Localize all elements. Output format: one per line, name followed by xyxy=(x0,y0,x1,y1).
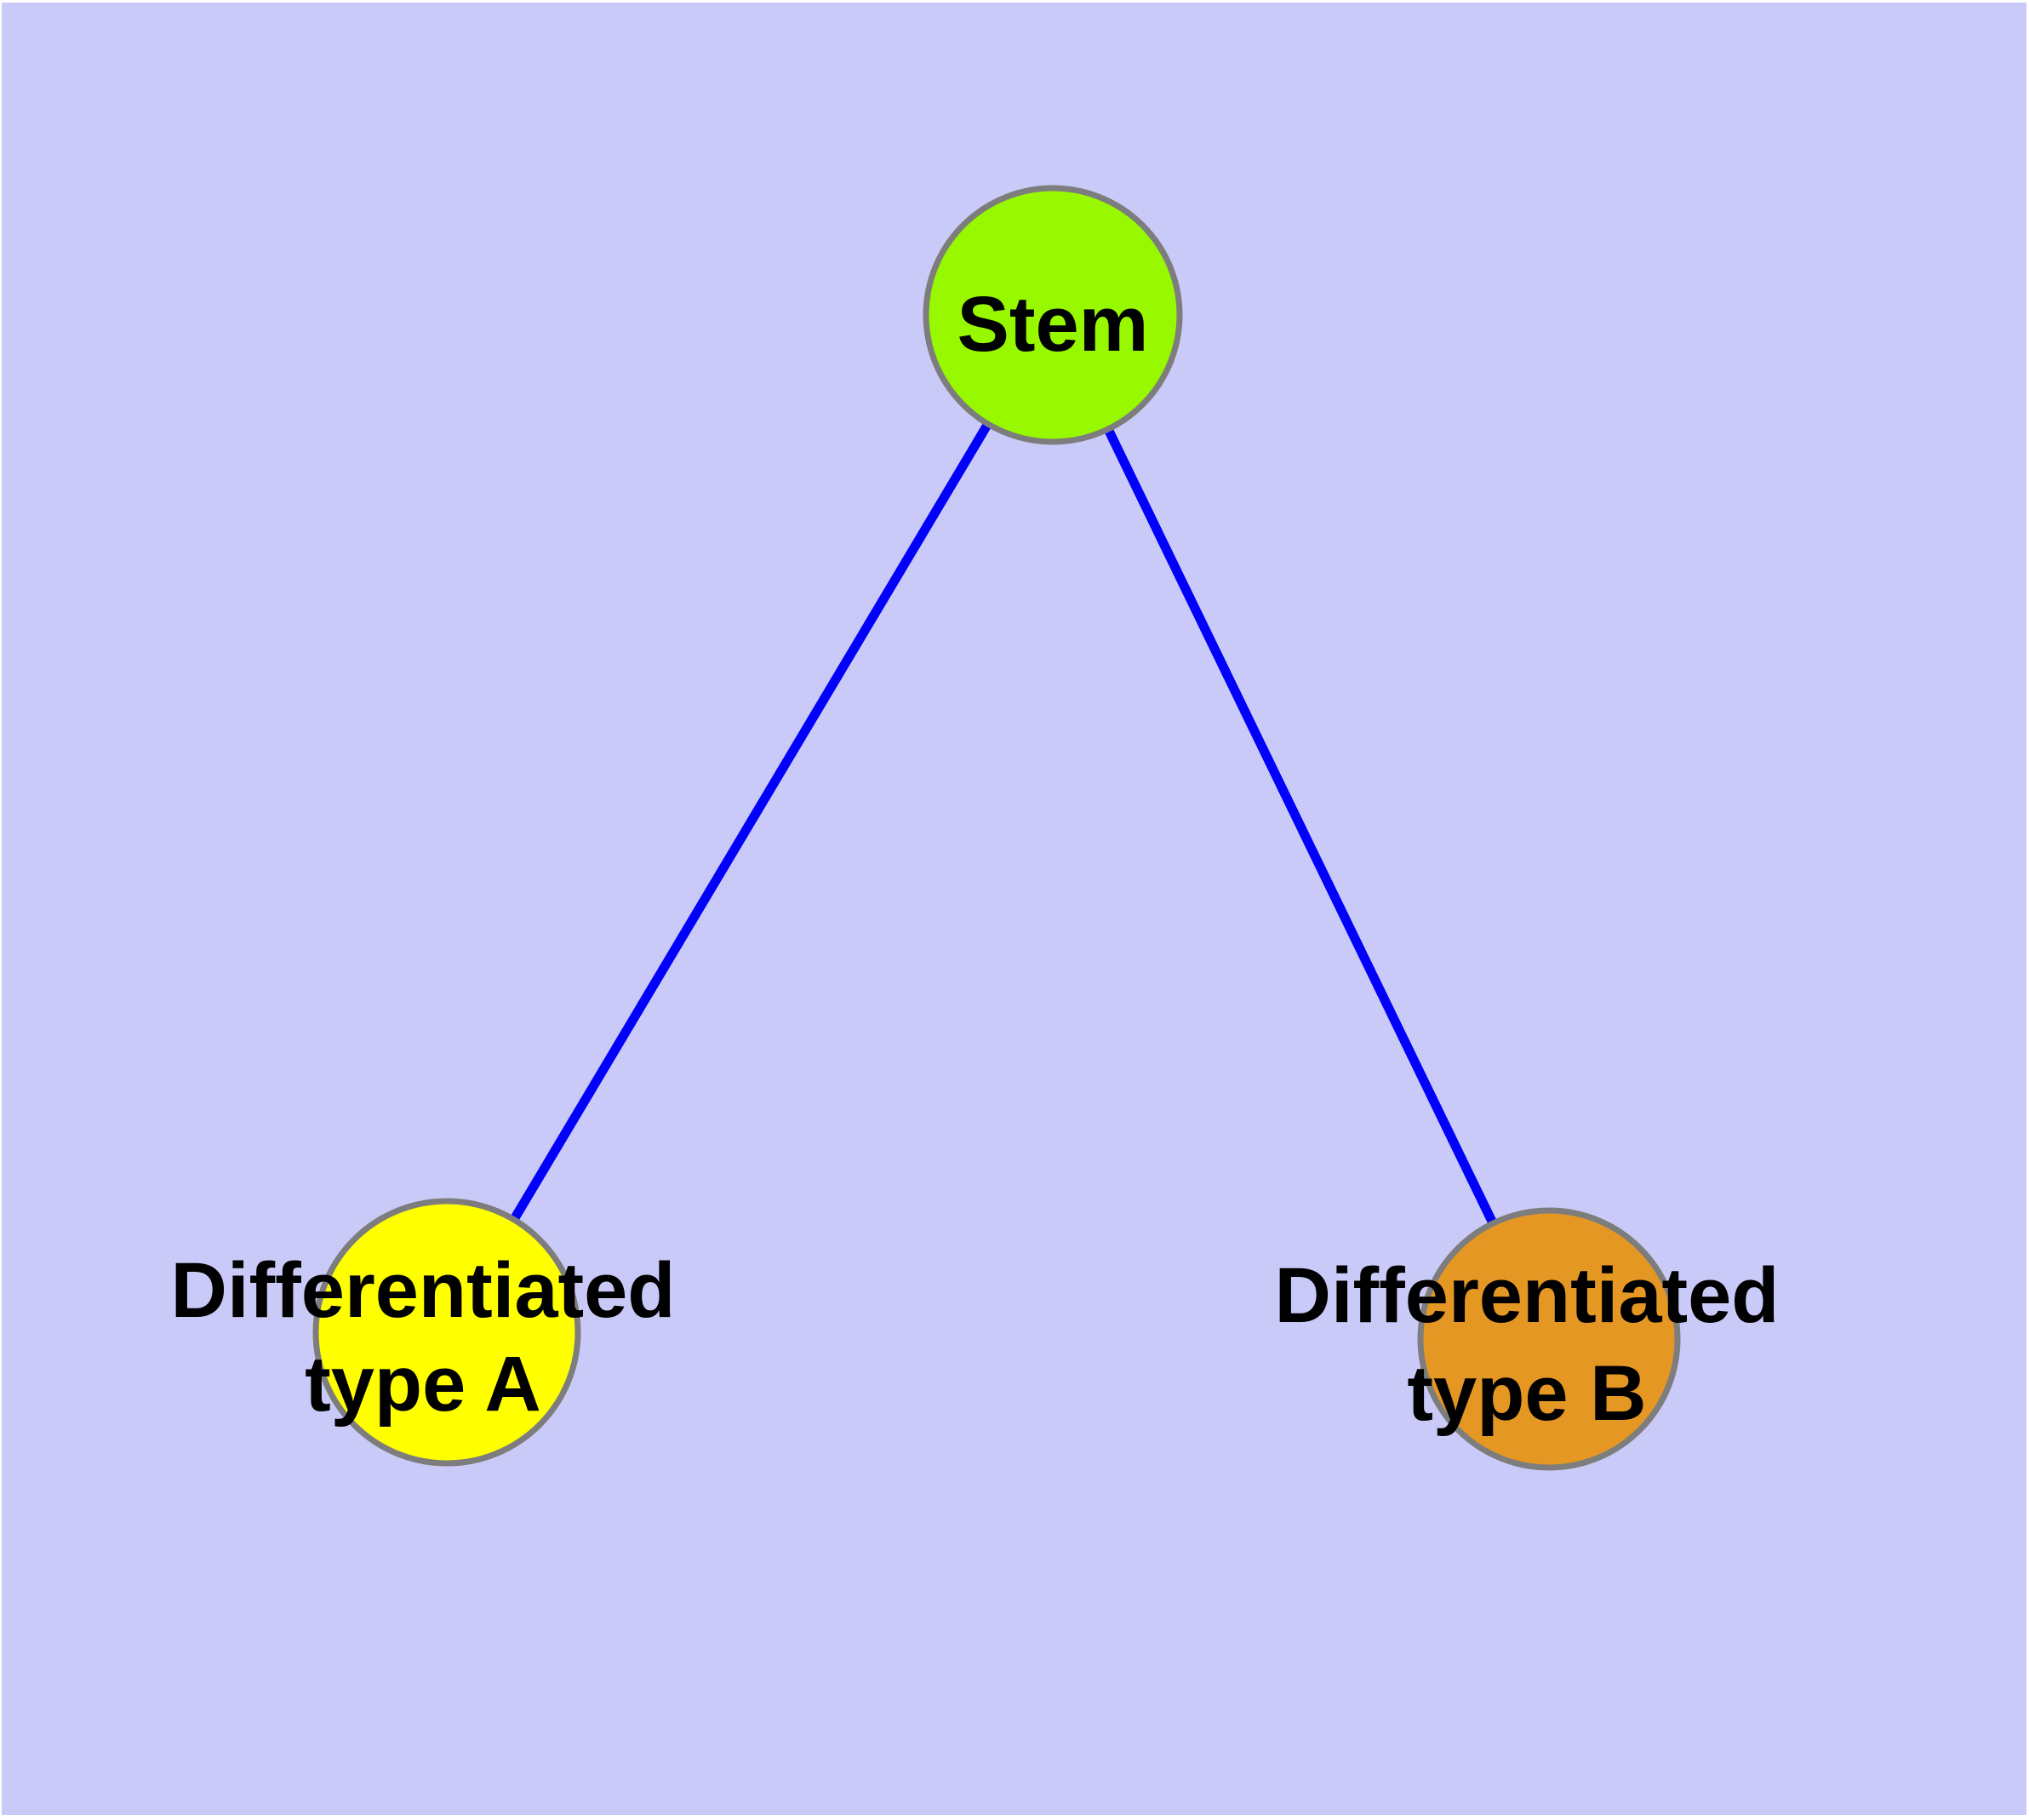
stem-node xyxy=(923,185,1183,445)
type-a-node-label-line2: type A xyxy=(305,1341,541,1428)
edge-stem-to-type-b xyxy=(1049,312,1553,1342)
type-a-node-label-line1: Differentiated xyxy=(171,1247,676,1334)
stem-node-label: Stem xyxy=(957,281,1149,368)
type-a-node xyxy=(312,1198,581,1467)
type-b-node xyxy=(1417,1207,1681,1471)
edge-stem-to-type-a xyxy=(443,312,1057,1335)
type-b-node-label-line1: Differentiated xyxy=(1275,1252,1780,1339)
type-b-node-label-line2: type B xyxy=(1407,1350,1646,1437)
